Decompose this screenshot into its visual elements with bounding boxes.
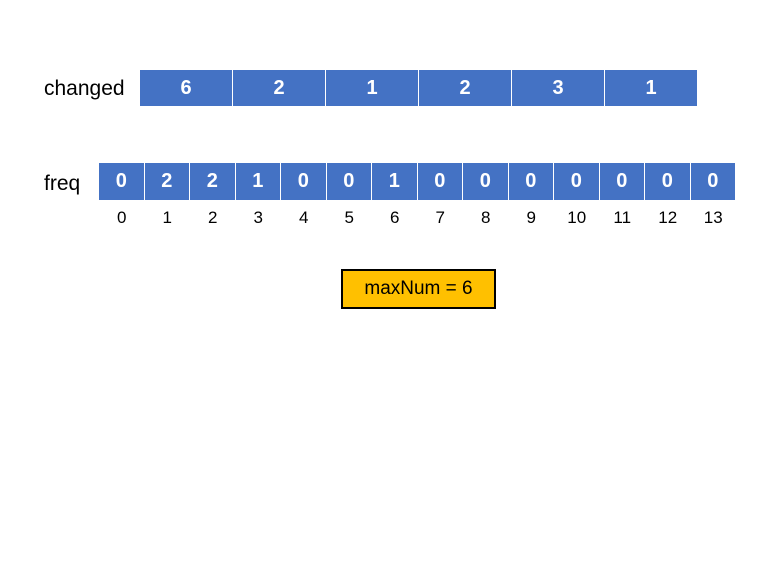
- changed-cell: 2: [419, 70, 511, 106]
- freq-index: 0: [117, 208, 127, 227]
- freq-index: 13: [703, 208, 723, 227]
- changed-cell: 3: [512, 70, 604, 106]
- changed-cell: 1: [326, 70, 418, 106]
- freq-cell: 0: [645, 163, 690, 200]
- freq-index: 10: [567, 208, 587, 227]
- freq-cell: 0: [99, 163, 144, 200]
- freq-index: 12: [658, 208, 678, 227]
- freq-cell: 0: [326, 163, 371, 200]
- freq-index: 5: [344, 208, 354, 227]
- freq-cell: 0: [599, 163, 644, 200]
- freq-index: 9: [526, 208, 536, 227]
- freq-index: 7: [435, 208, 445, 227]
- maxnum-box: maxNum = 6: [341, 269, 496, 309]
- changed-cell: 1: [605, 70, 697, 106]
- changed-cell: 6: [140, 70, 232, 106]
- freq-cell: 1: [235, 163, 280, 200]
- freq-cell: 0: [690, 163, 735, 200]
- changed-array-label: changed: [44, 77, 125, 100]
- freq-index: 2: [208, 208, 218, 227]
- freq-cell: 0: [417, 163, 462, 200]
- freq-index: 6: [390, 208, 400, 227]
- freq-cell: 0: [508, 163, 553, 200]
- freq-array: 0 2 2 1 0 0 1 0 0 0 0 0 0 0: [99, 163, 736, 200]
- freq-cell: 0: [463, 163, 508, 200]
- freq-index-row: 0 1 2 3 4 5 6 7 8 9 10 11 12 13: [99, 208, 736, 228]
- changed-cell: 2: [233, 70, 325, 106]
- freq-index: 4: [299, 208, 309, 227]
- freq-array-label: freq: [44, 172, 81, 195]
- freq-cell: 0: [281, 163, 326, 200]
- changed-array: 6 2 1 2 3 1: [140, 70, 698, 106]
- freq-cell: 1: [372, 163, 417, 200]
- freq-cell: 0: [554, 163, 599, 200]
- freq-index: 1: [162, 208, 172, 227]
- freq-index: 8: [481, 208, 491, 227]
- freq-cell: 2: [144, 163, 189, 200]
- freq-index: 3: [253, 208, 263, 227]
- freq-index: 11: [613, 208, 632, 227]
- freq-cell: 2: [190, 163, 235, 200]
